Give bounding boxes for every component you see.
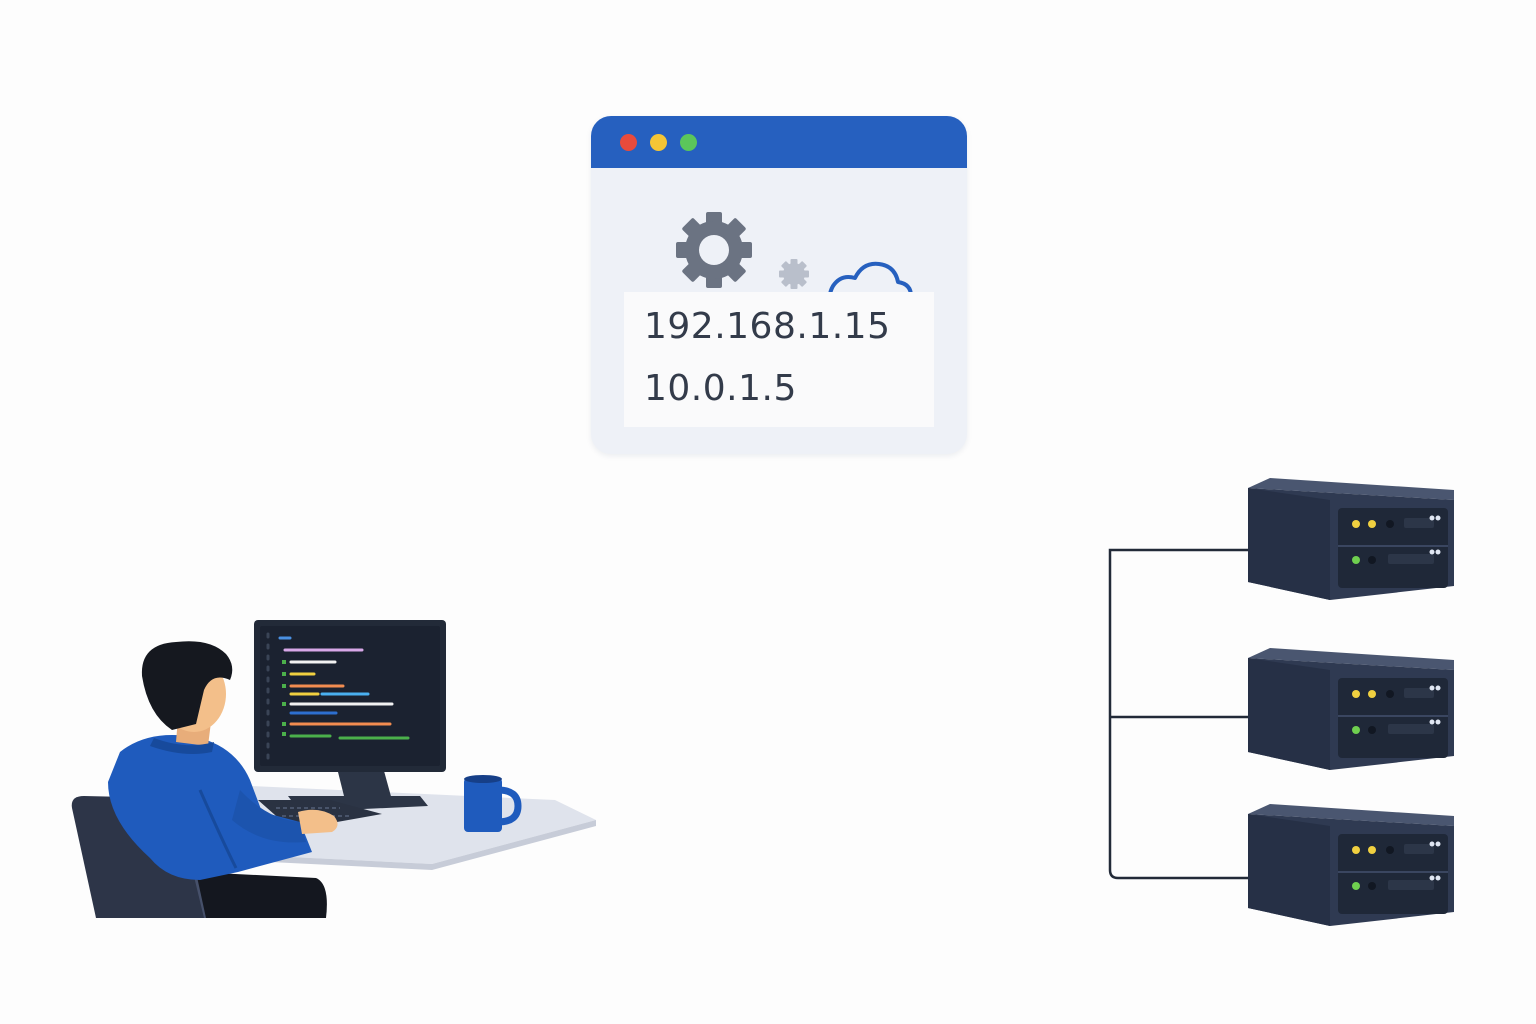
ip-address-primary: 192.168.1.15 [644, 306, 891, 347]
server-connections [1108, 548, 1248, 880]
window-titlebar [591, 116, 967, 168]
server-unit-1 [1248, 478, 1454, 600]
developer-person [108, 641, 338, 918]
ip-address-panel: 192.168.1.15 10.0.1.5 [624, 292, 934, 427]
server-unit-2 [1248, 648, 1454, 770]
gear-icon [676, 212, 752, 288]
monitor [254, 620, 446, 812]
server-unit-3 [1248, 804, 1454, 926]
maximize-dot[interactable] [680, 134, 697, 151]
server-stack [1248, 478, 1454, 926]
code-lines [266, 632, 410, 762]
coffee-mug [464, 775, 522, 832]
small-gear-icon [779, 259, 809, 289]
close-dot[interactable] [620, 134, 637, 151]
config-window: 192.168.1.15 10.0.1.5 [591, 116, 967, 454]
ip-address-secondary: 10.0.1.5 [644, 368, 797, 409]
minimize-dot[interactable] [650, 134, 667, 151]
developer-workstation [71, 620, 596, 918]
